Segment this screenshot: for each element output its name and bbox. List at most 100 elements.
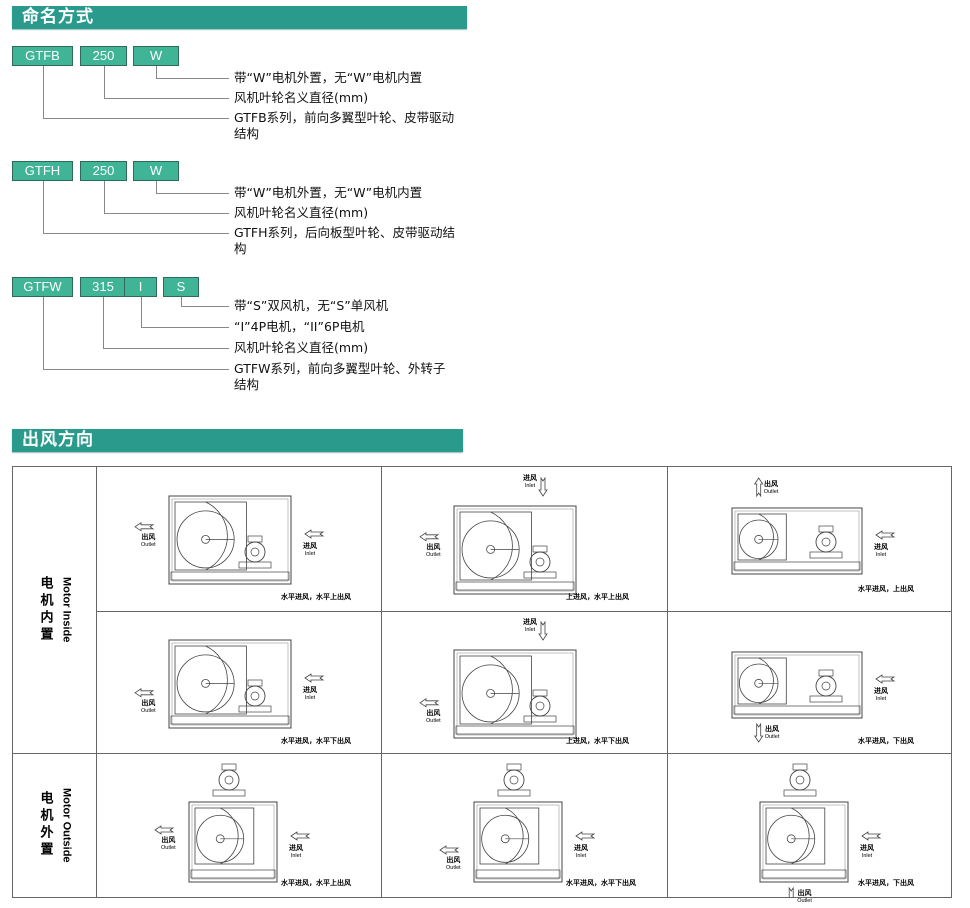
fan-housing	[737, 657, 787, 705]
outlet-label-en: Outlet	[161, 845, 176, 851]
cabinet-inner	[191, 804, 275, 880]
row-label-cn: 电机外置	[37, 791, 53, 859]
cabinet-outline	[453, 649, 577, 739]
motor-terminal-box	[221, 763, 237, 771]
inlet-label-en: Inlet	[290, 853, 302, 859]
code-box: GTFW	[12, 277, 73, 297]
inlet-label-cn: 进风	[860, 844, 874, 852]
connector-line	[42, 297, 229, 370]
fan-diagram	[731, 651, 896, 743]
code-box: 250	[80, 161, 127, 181]
motor-terminal-box	[792, 763, 808, 771]
base-frame	[733, 561, 861, 571]
cabinet-inner	[762, 804, 846, 880]
motor-base	[809, 551, 843, 559]
fan-diagram	[731, 477, 896, 575]
motor-shaft	[509, 775, 519, 785]
fan-housing	[765, 807, 826, 865]
scroll-casing	[490, 655, 513, 725]
diagram-caption: 上进风，水平上出风	[566, 593, 629, 601]
arrow-left-icon	[304, 529, 325, 539]
outlet-label-cn: 出风	[141, 532, 156, 541]
connector-line	[103, 297, 229, 349]
inlet-label-en: Inlet	[875, 696, 887, 702]
base-frame	[475, 869, 561, 879]
motor-shaft	[535, 701, 545, 711]
arrow-left-icon	[419, 532, 440, 542]
diagram-caption: 水平进风，上出风	[858, 585, 914, 593]
outlet-label-cn: 出风	[797, 889, 812, 897]
motor-terminal-box	[506, 763, 522, 771]
cabinet-inner	[476, 804, 560, 880]
inlet-label-cn: 进风	[289, 844, 303, 852]
grid-divider	[381, 467, 382, 897]
inlet-label-en: Inlet	[524, 627, 536, 633]
naming-description: 风机叶轮名义直径(mm)	[234, 90, 369, 105]
motor-base	[783, 789, 817, 797]
inlet-label-cn: 进风	[523, 474, 537, 482]
motor-base	[809, 695, 843, 703]
outlet-label-en: Outlet	[763, 489, 779, 495]
grid-divider	[96, 611, 951, 612]
diagram-caption: 水平进风，水平上出风	[281, 879, 351, 887]
connector-line	[103, 181, 229, 214]
code-box: GTFH	[12, 161, 73, 181]
outlet-label-en: Outlet	[426, 717, 441, 724]
cabinet-outline	[759, 801, 849, 883]
motor-shaft	[224, 775, 234, 785]
inlet-label-cn: 进风	[874, 543, 888, 551]
arrow-left-icon	[134, 688, 155, 698]
scroll-casing	[205, 501, 228, 571]
connector-line	[103, 66, 229, 99]
fan-housing	[459, 511, 532, 581]
outlet-label-en: Outlet	[141, 707, 156, 714]
inlet-label-en: Inlet	[575, 853, 587, 859]
inlet-label-cn: 进风	[574, 844, 588, 852]
motor-shaft	[535, 557, 545, 567]
arrow-down-icon	[788, 886, 794, 897]
outlet-label-cn: 出风	[446, 856, 461, 864]
base-frame	[733, 705, 861, 715]
cabinet-inner	[456, 652, 574, 736]
naming-description: 风机叶轮名义直径(mm)	[234, 340, 369, 355]
motor	[503, 769, 525, 791]
motor-terminal-box	[532, 545, 548, 553]
motor-base	[523, 715, 557, 723]
arrow-left-icon	[875, 530, 896, 540]
naming-section-header: 命名方式	[12, 6, 467, 29]
naming-description: 带“S”双风机，无“S”单风机	[234, 298, 389, 313]
outlet-label-en: Outlet	[141, 541, 156, 548]
code-box: 250	[80, 46, 127, 66]
code-box: S	[163, 277, 199, 297]
diagram-caption: 上进风，水平下出风	[566, 737, 629, 745]
grid-divider	[667, 467, 668, 897]
arrow-left-icon	[419, 698, 440, 708]
arrow-down-icon	[538, 476, 548, 497]
row-label-cn: 电机内置	[37, 576, 53, 644]
inlet-label-cn: 进风	[523, 618, 537, 626]
cabinet-outline	[473, 801, 563, 883]
motor-terminal-box	[247, 535, 263, 543]
naming-description: “I”4P电机，“II”6P电机	[234, 319, 365, 334]
fan-housing	[459, 655, 532, 725]
arrow-down-icon	[753, 722, 764, 743]
fan-diagram	[439, 763, 596, 883]
connector-line	[42, 66, 229, 119]
arrow-left-icon	[861, 831, 882, 841]
